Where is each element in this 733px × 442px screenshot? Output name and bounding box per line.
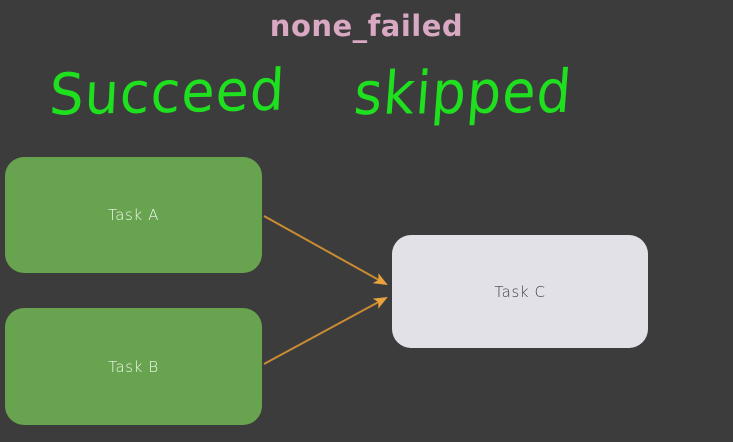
edge-task-b-to-task-c: [263, 297, 388, 365]
edge-task-a-to-task-c: [263, 215, 388, 285]
task-node-task-c[interactable]: Task C: [392, 235, 648, 348]
task-node-task-b[interactable]: Task B: [5, 308, 262, 425]
task-node-label: Task C: [494, 282, 546, 301]
task-node-label: Task A: [107, 206, 159, 224]
page-title: none_failed: [269, 9, 464, 43]
task-node-label: Task B: [108, 357, 159, 376]
task-node-task-a[interactable]: Task A: [5, 157, 262, 273]
